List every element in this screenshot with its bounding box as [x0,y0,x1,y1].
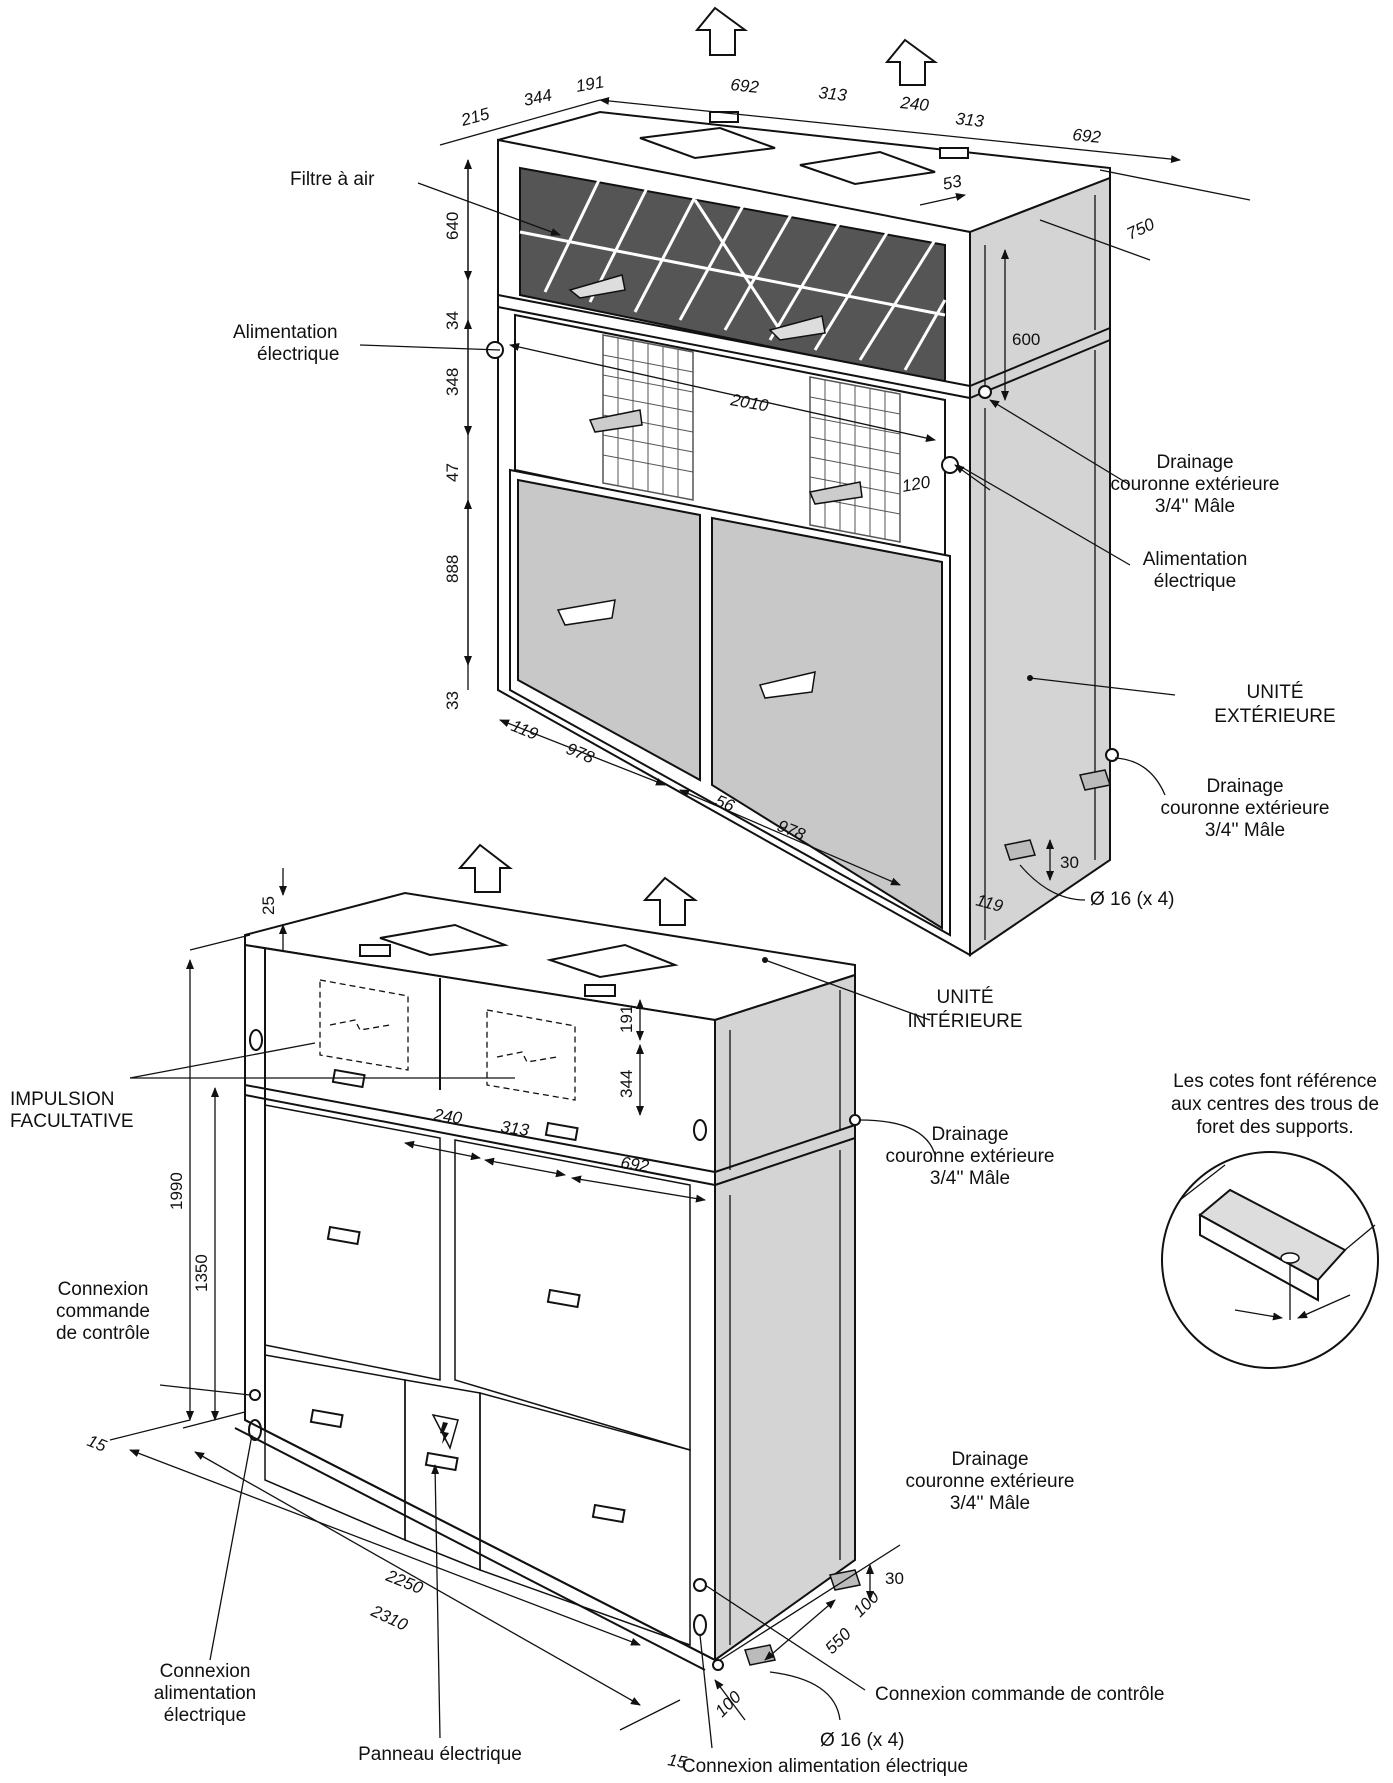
outdoor-drain-bottom-line1: Drainage [1206,776,1283,797]
dim-240-indoor: 240 [431,1105,463,1128]
indoor-drain-bottom-line3: 3/4'' Mâle [950,1493,1030,1514]
dim-191: 191 [574,72,605,96]
exhaust-arrow-icon [884,38,939,86]
filter-label: Filtre à air [290,169,375,190]
outdoor-unit-drawing [359,6,1251,957]
indoor-drain-side-line1: Drainage [931,1124,1008,1145]
dim-15-right: 15 [666,1750,688,1772]
note-line1: Les cotes font référence [1173,1071,1377,1092]
dim-100-bottom: 100 [711,1687,745,1721]
indoor-feet-label: Ø 16 (x 4) [820,1730,904,1751]
power-bottom-label: Connexion alimentation électrique [682,1756,968,1777]
outdoor-drain-top-line3: 3/4'' Mâle [1155,496,1235,517]
dim-25: 25 [259,896,278,915]
dim-888: 888 [443,555,462,583]
dim-750: 750 [1124,214,1158,243]
filter-grid [519,177,947,371]
exhaust-arrow-icon [457,843,513,893]
dim-47: 47 [443,463,462,482]
dim-30-outdoor: 30 [1060,853,1079,872]
dim-313-indoor: 313 [499,1117,530,1140]
dim-120: 120 [900,472,932,496]
dim-100-right: 100 [849,1587,883,1621]
note-line3: foret des supports. [1196,1117,1353,1138]
electrical-panel-label: Panneau électrique [358,1744,522,1765]
dim-313-top-right: 313 [955,109,986,131]
control-right-label: Connexion commande de contrôle [875,1684,1164,1705]
dim-191-indoor: 191 [617,1005,636,1033]
dim-550: 550 [821,1624,855,1658]
dim-692-top: 692 [730,75,761,97]
dim-2310: 2310 [367,1601,411,1635]
outdoor-drain-top-line2: couronne extérieure [1111,474,1280,495]
outdoor-drain-bottom-line3: 3/4'' Mâle [1205,820,1285,841]
outdoor-unit-title-line2: EXTÉRIEURE [1214,706,1335,727]
impulsion-line2: FACULTATIVE [10,1111,134,1132]
exhaust-arrow-icon [642,876,699,926]
outdoor-power-left-line2: électrique [257,344,339,365]
dim-119-left: 119 [509,716,542,744]
dim-640: 640 [443,212,462,240]
dim-34: 34 [443,311,462,330]
dim-15-left: 15 [85,1431,110,1456]
dim-1990: 1990 [167,1172,186,1210]
dim-30-indoor: 30 [885,1569,904,1588]
dim-344-indoor: 344 [617,1070,636,1098]
dim-600: 600 [1012,330,1040,349]
outdoor-power-right-line2: électrique [1154,571,1236,592]
control-left-line2: commande [56,1301,150,1322]
control-left-line3: de contrôle [56,1323,150,1344]
indoor-drain-side-line3: 3/4'' Mâle [930,1168,1010,1189]
dim-53: 53 [941,171,964,194]
dim-348: 348 [443,368,462,396]
dim-1350: 1350 [192,1254,211,1292]
control-left-line1: Connexion [58,1279,149,1300]
outdoor-drain-bottom-line2: couronne extérieure [1161,798,1330,819]
note-line2: aux centres des trous de [1171,1094,1379,1115]
impulsion-line1: IMPULSION [10,1089,115,1110]
dim-240-top: 240 [899,93,931,115]
dim-215: 215 [458,104,492,130]
dim-33: 33 [443,691,462,710]
dim-344: 344 [522,85,554,109]
dim-692-indoor: 692 [619,1153,650,1176]
outdoor-drain-top-line1: Drainage [1156,452,1233,473]
bracket-detail [1161,1151,1379,1369]
indoor-drain-bottom-line1: Drainage [951,1449,1028,1470]
power-left-line3: électrique [164,1705,246,1726]
dim-692-top-right: 692 [1072,125,1103,147]
indoor-unit-title-line1: UNITÉ [937,987,994,1008]
indoor-drain-side-line2: couronne extérieure [886,1146,1055,1167]
indoor-unit-title-line2: INTÉRIEURE [907,1011,1022,1032]
indoor-unit-drawing [109,843,936,1749]
exhaust-arrow-icon [694,6,749,56]
indoor-drain-bottom-line2: couronne extérieure [906,1471,1075,1492]
dim-313-top: 313 [818,83,849,105]
outdoor-power-right-line1: Alimentation [1143,549,1248,570]
power-left-line2: alimentation [154,1683,256,1704]
outdoor-feet-label: Ø 16 (x 4) [1090,889,1174,910]
power-left-line1: Connexion [160,1661,251,1682]
outdoor-unit-title-line1: UNITÉ [1247,682,1304,703]
outdoor-power-left-line1: Alimentation [233,322,338,343]
